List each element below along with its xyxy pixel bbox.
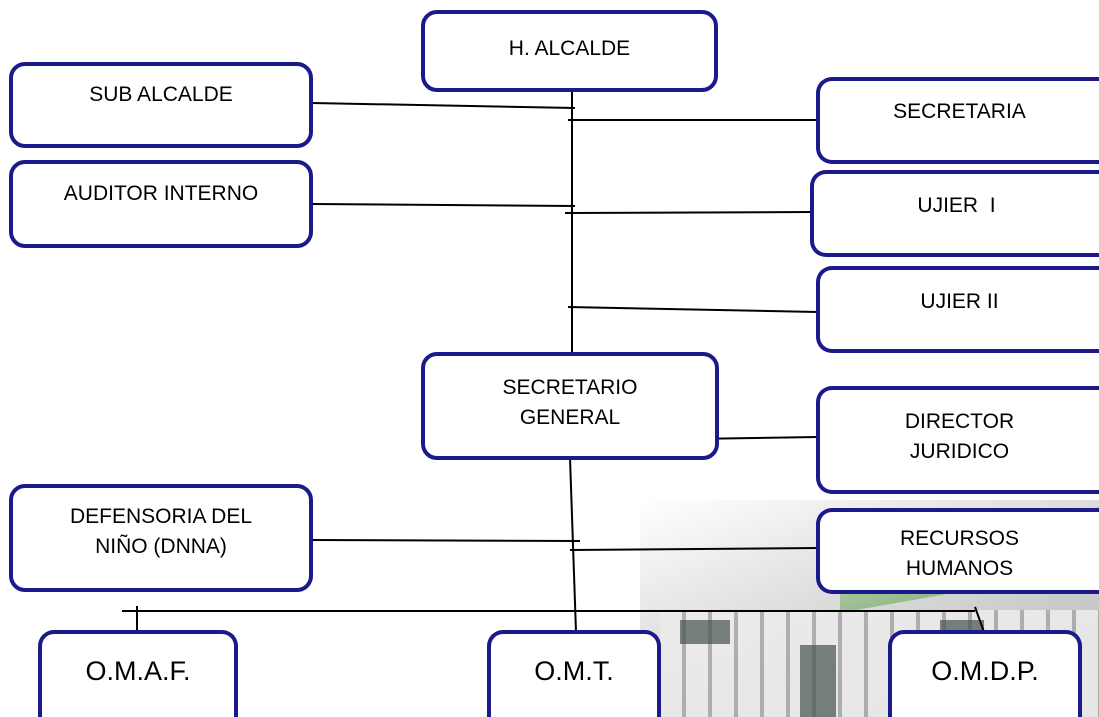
node-label: AUDITOR INTERNO — [63, 182, 259, 205]
node-label: O.M.T. — [534, 656, 614, 686]
node-omdp: O.M.D.P. — [888, 630, 1082, 717]
connector-recursos-humanos — [569, 547, 819, 551]
node-label: UJIER I — [917, 194, 996, 217]
node-label: O.M.D.P. — [931, 656, 1039, 686]
connector-defensoria — [311, 539, 581, 542]
tick-omdp — [974, 606, 985, 633]
node-defensoria: DEFENSORIA DEL NIÑO (DNNA) — [9, 484, 313, 592]
node-label: UJIER II — [920, 290, 999, 313]
node-label: SECRETARIA — [893, 100, 1026, 123]
node-recursos-humanos: RECURSOS HUMANOS — [816, 508, 1099, 594]
node-omaf: O.M.A.F. — [38, 630, 238, 717]
node-label: O.M.A.F. — [85, 656, 191, 686]
node-label: DEFENSORIA DEL NIÑO (DNNA) — [69, 505, 253, 559]
node-secretario-general: SECRETARIO GENERAL — [421, 352, 719, 460]
node-label: SECRETARIO GENERAL — [502, 376, 638, 430]
node-auditor-interno: AUDITOR INTERNO — [9, 160, 313, 248]
building-window — [680, 620, 730, 644]
node-label: H. ALCALDE — [508, 37, 631, 60]
connector-ujier1 — [564, 211, 814, 214]
node-label: RECURSOS HUMANOS — [899, 527, 1020, 581]
connector-ujier2 — [567, 306, 819, 313]
node-sub-alcalde: SUB ALCALDE — [9, 62, 313, 148]
node-ujier-2: UJIER II — [816, 266, 1099, 353]
node-label: SUB ALCALDE — [89, 83, 233, 106]
node-ujier-1: UJIER I — [810, 170, 1099, 257]
connector-sub-alcalde — [311, 102, 576, 109]
node-director-juridico: DIRECTOR JURIDICO — [816, 386, 1099, 494]
trunk-line-lower — [569, 457, 577, 633]
node-omt: O.M.T. — [487, 630, 661, 717]
building-window — [800, 645, 836, 717]
connector-auditor — [311, 203, 576, 207]
node-secretaria: SECRETARIA — [816, 77, 1099, 164]
node-h-alcalde: H. ALCALDE — [421, 10, 718, 92]
node-label: DIRECTOR JURIDICO — [904, 410, 1015, 464]
